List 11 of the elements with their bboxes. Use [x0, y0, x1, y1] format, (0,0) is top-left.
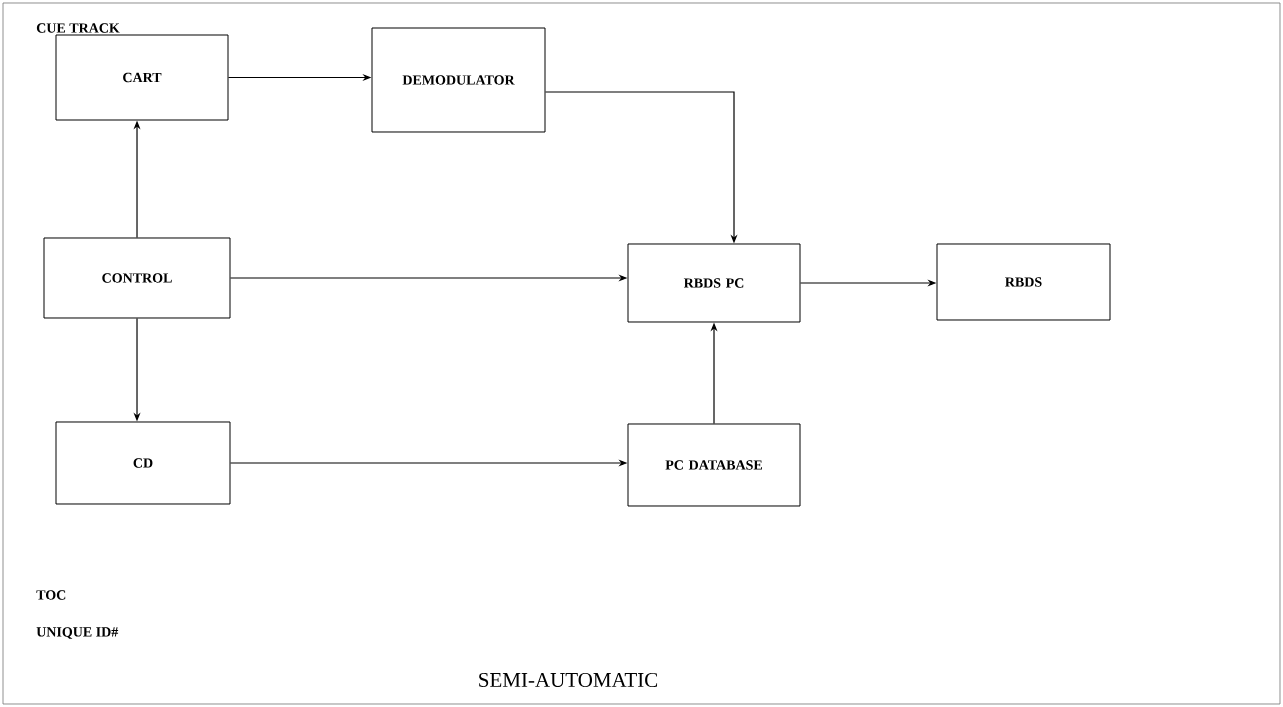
process-box: DEMODULATOR	[371, 27, 546, 133]
annotation: TOC	[36, 590, 66, 600]
process-box: RBDS PC	[627, 243, 801, 323]
process-box: CART	[55, 34, 229, 121]
annotation: UNIQUE ID#	[36, 627, 119, 639]
caption: SEMI-AUTOMATIC	[479, 672, 658, 688]
process-box: CONTROL	[43, 237, 231, 319]
process-box: RBDS	[936, 243, 1111, 321]
process-box: PC DATABASE	[627, 423, 801, 507]
annotation: CUE TRACK	[36, 23, 120, 33]
process-box: CD	[55, 421, 231, 505]
